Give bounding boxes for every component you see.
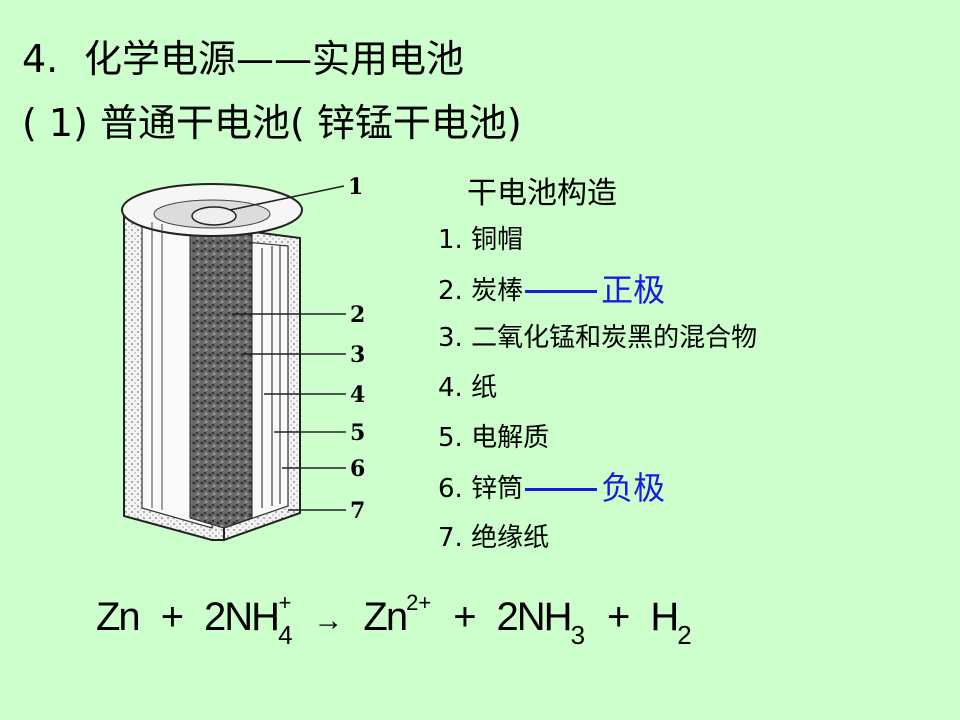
- structure-item: 5. 电解质: [438, 422, 549, 454]
- eq-nh4-sup: +: [278, 590, 292, 615]
- structure-item: 4. 纸: [438, 372, 497, 404]
- eq-zn: Zn: [96, 595, 141, 639]
- structure-item: 1. 铜帽: [438, 224, 523, 256]
- eq-zn2-sup: 2+: [406, 590, 432, 615]
- callout-2: 2: [350, 302, 365, 328]
- positive-pole-label: 正极: [601, 271, 666, 309]
- eq-zn2: Zn: [363, 595, 408, 639]
- negative-pole-label: 负极: [601, 469, 666, 507]
- heading-number: 4.: [22, 37, 59, 81]
- reaction-equation: Zn+2NH4+→Zn2++2NH3+H2: [96, 590, 692, 651]
- pole-connector: [525, 290, 598, 293]
- structure-item-label: 3. 二氧化锰和炭黑的混合物: [438, 323, 758, 353]
- eq-arrow: →: [313, 604, 343, 637]
- eq-h2: H: [650, 595, 679, 639]
- pole-connector: [525, 488, 598, 491]
- callout-4: 4: [350, 382, 365, 408]
- callout-7: 7: [350, 498, 365, 524]
- callout-3: 3: [350, 342, 365, 368]
- structure-title: 干电池构造: [467, 176, 617, 211]
- callout-1: 1: [348, 174, 363, 200]
- structure-item-label: 1. 铜帽: [438, 225, 524, 255]
- structure-item-label: 6. 锌筒: [438, 474, 524, 504]
- eq-nh3: 2NH: [496, 595, 573, 639]
- callout-6: 6: [350, 456, 365, 482]
- eq-plus: +: [453, 595, 476, 639]
- callout-5: 5: [350, 420, 365, 446]
- slide-subheading: ( 1) 普通干电池( 锌锰干电池): [22, 101, 522, 145]
- eq-nh4: 2NH: [204, 595, 280, 639]
- eq-plus: +: [607, 595, 630, 639]
- eq-plus: +: [160, 595, 184, 639]
- structure-item: 6. 锌筒 负极: [438, 472, 665, 505]
- structure-item-label: 4. 纸: [438, 373, 498, 403]
- eq-h2-sub: 2: [677, 620, 692, 650]
- copper-cap: [191, 206, 237, 226]
- heading-title: 化学电源——实用电池: [84, 37, 465, 81]
- structure-item: 3. 二氧化锰和炭黑的混合物: [438, 322, 757, 354]
- eq-nh3-sub: 3: [570, 620, 586, 650]
- structure-item-label: 5. 电解质: [438, 423, 550, 453]
- eq-nh4-sub: 4: [278, 620, 293, 650]
- dry-cell-diagram: 1 2 3 4 5 6 7: [121, 174, 365, 542]
- structure-item: 2. 炭棒 正极: [438, 274, 665, 307]
- slide-heading: 4. 化学电源——实用电池: [22, 28, 464, 83]
- structure-item-label: 7. 绝缘纸: [438, 523, 550, 553]
- structure-item-label: 2. 炭棒: [438, 276, 524, 306]
- structure-item: 7. 绝缘纸: [438, 522, 549, 554]
